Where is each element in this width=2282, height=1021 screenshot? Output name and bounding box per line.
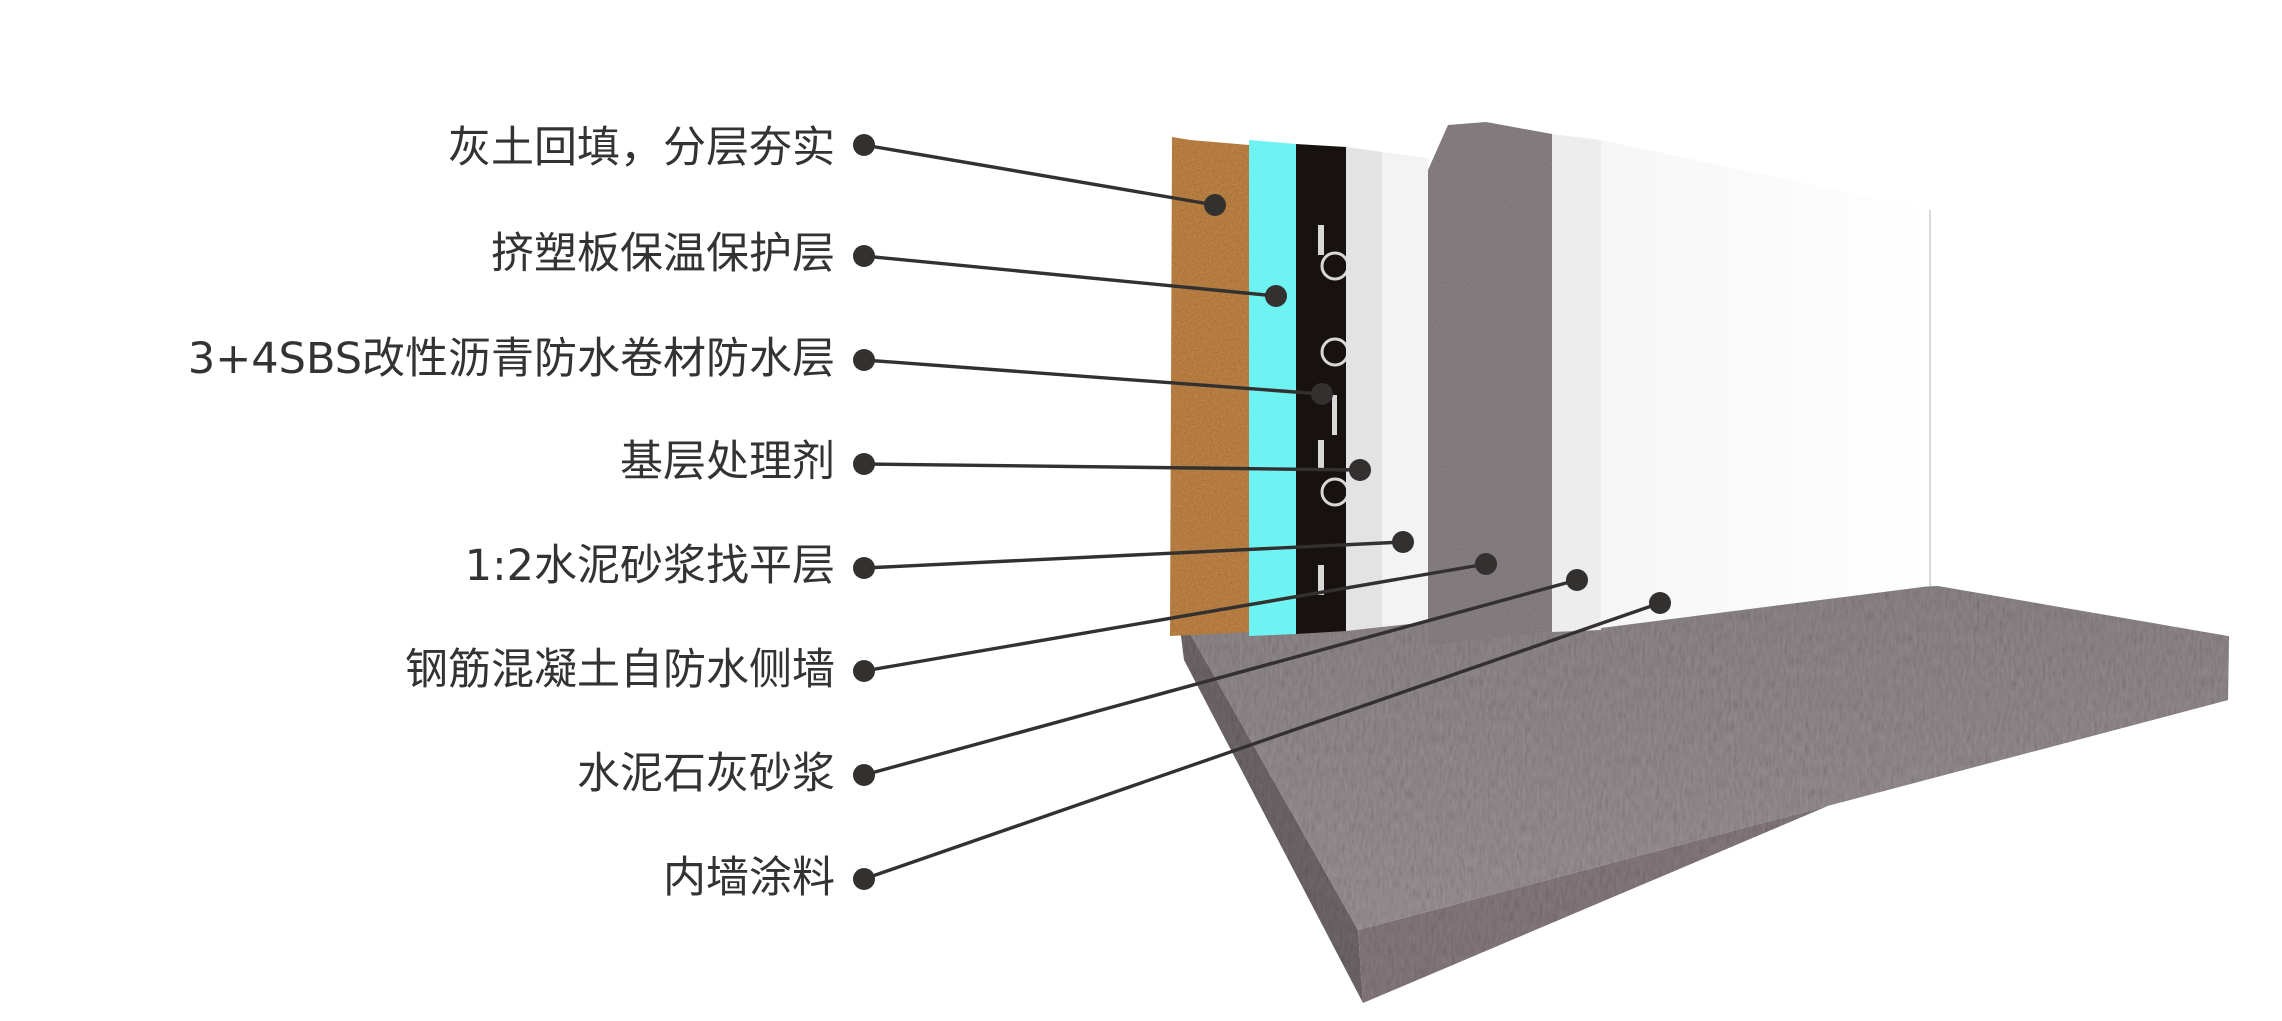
- leader-dot-start: [853, 134, 875, 156]
- leader-dot-end: [1349, 459, 1371, 481]
- leader-dot-start: [853, 453, 875, 475]
- leader-dot-end: [1204, 194, 1226, 216]
- leader-sbs-membrane: [853, 349, 1333, 405]
- layer-label-concrete-wall: 钢筋混凝土自防水侧墙: [405, 645, 835, 695]
- floor-slab-front-face: [1178, 612, 1363, 1003]
- leader-xps-board: [853, 245, 1287, 307]
- floor-slab-top-face: [1178, 586, 2228, 930]
- interior-paint-layer: [1601, 140, 1930, 628]
- membrane-print-mark: [1318, 225, 1324, 255]
- floor-slab: [1178, 586, 2229, 1003]
- layer-label-cement-lime-mortar: 水泥石灰砂浆: [577, 749, 835, 799]
- layer-label-interior-paint: 内墙涂料: [663, 853, 835, 903]
- leader-dot-end: [1392, 531, 1414, 553]
- leader-dot-start: [853, 868, 875, 890]
- leader-interior-paint: [853, 592, 1671, 890]
- leader-dot-start: [853, 349, 875, 371]
- leveling-mortar-layer: [1382, 152, 1428, 627]
- cement-lime-mortar-layer: [1552, 134, 1601, 632]
- leader-primer: [853, 453, 1371, 481]
- membrane-print-mark: [1332, 395, 1337, 435]
- wall-layers: [1170, 122, 1931, 646]
- layer-labels: 灰土回填，分层夯实 挤塑板保温保护层 3+4SBS改性沥青防水卷材防水层 基层处…: [188, 123, 835, 903]
- layer-label-leveling-mortar: 1:2水泥砂浆找平层: [465, 541, 835, 591]
- leader-dot-start: [853, 557, 875, 579]
- floor-slab-side-face: [1358, 636, 2229, 1003]
- leader-lines: [853, 134, 1671, 890]
- leader-dot-end: [1649, 592, 1671, 614]
- leader-dot-start: [853, 660, 875, 682]
- leader-leveling-mortar: [853, 531, 1414, 579]
- leader-dot-end: [1566, 569, 1588, 591]
- concrete-wall-layer: [1428, 122, 1552, 646]
- leader-dot-end: [1311, 383, 1333, 405]
- leader-dot-start: [853, 764, 875, 786]
- layer-label-primer: 基层处理剂: [620, 437, 835, 487]
- leader-dot-end: [1265, 285, 1287, 307]
- layer-label-backfill: 灰土回填，分层夯实: [448, 123, 835, 173]
- membrane-print-mark: [1318, 440, 1324, 470]
- leader-dot-end: [1475, 553, 1497, 575]
- layer-label-sbs-membrane: 3+4SBS改性沥青防水卷材防水层: [188, 334, 835, 384]
- leader-dot-start: [853, 245, 875, 267]
- xps-board-layer: [1249, 140, 1296, 636]
- layer-label-xps-board: 挤塑板保温保护层: [491, 229, 835, 279]
- leader-concrete-wall: [853, 553, 1497, 682]
- leader-backfill: [853, 134, 1226, 216]
- primer-layer: [1346, 147, 1382, 631]
- leader-cement-lime-mortar: [853, 569, 1588, 786]
- membrane-print-mark: [1318, 565, 1324, 595]
